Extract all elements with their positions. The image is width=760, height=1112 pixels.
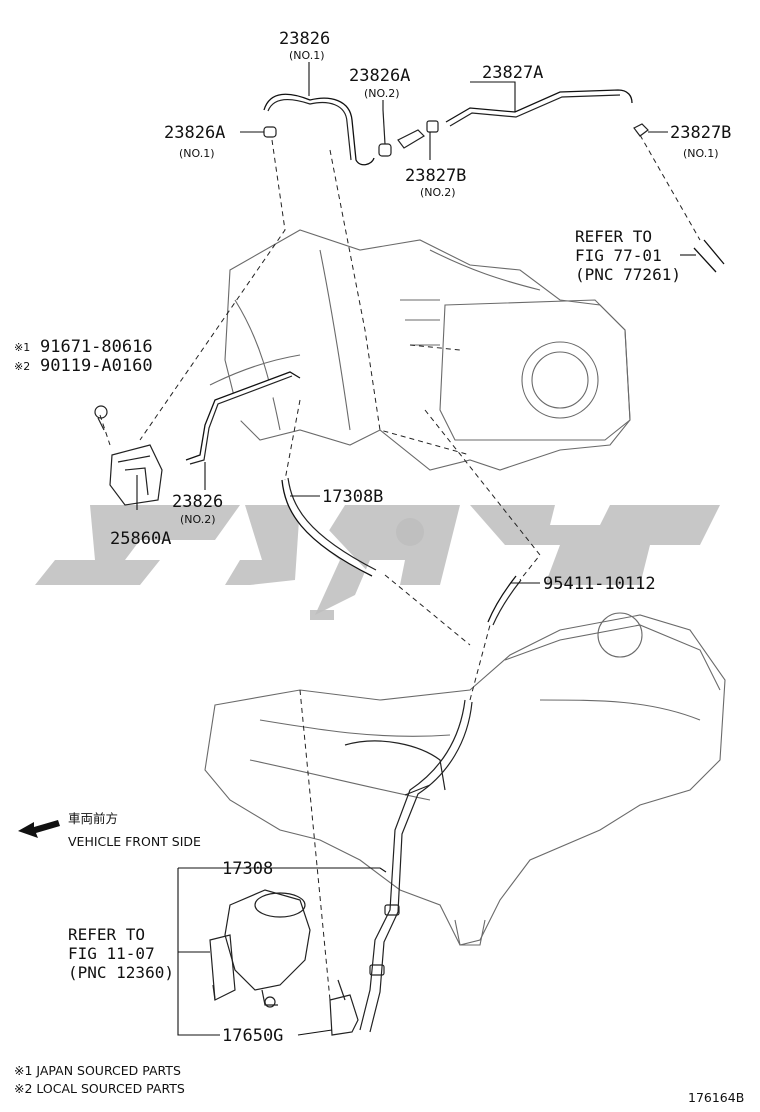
assembly-leader-lines (99, 134, 701, 1001)
ref-fig-11-line1: REFER TO (68, 925, 145, 944)
note1-mark: ※1 (14, 341, 30, 354)
label-leaders (136, 62, 696, 1036)
clamp-23826A-no1 (263, 126, 277, 138)
label-23826A-no2: 23826A (349, 66, 410, 86)
label-17650G: 17650G (222, 1026, 283, 1046)
tube-17308 (359, 699, 466, 1031)
sublabel-23827B-no2: (NO.2) (420, 186, 456, 199)
label-23826-no2: 23826 (172, 492, 223, 512)
label-23826-no1: 23826 (279, 29, 330, 49)
sublabel-23826-no2: (NO.2) (180, 513, 216, 526)
connector-23827B (397, 120, 439, 149)
footnote-local: ※2 LOCAL SOURCED PARTS (14, 1081, 185, 1096)
sublabel-23827B-no1: (NO.1) (683, 147, 719, 160)
hose-95411-10112 (487, 575, 517, 623)
sublabel-23826A-no1: (NO.1) (179, 147, 215, 160)
bolt-91671-80616 (94, 405, 108, 431)
sublabel-23826A-no2: (NO.2) (364, 87, 400, 100)
label-90119-A0160: 90119-A0160 (40, 356, 153, 376)
ref-fig-77-line1: REFER TO (575, 227, 652, 246)
note2-mark: ※2 (14, 360, 30, 373)
hose-17308B (281, 479, 373, 577)
label-25860A: 25860A (110, 529, 171, 549)
figure-id: 176164B (688, 1090, 744, 1105)
fuel-tank-outline (204, 612, 726, 946)
label-17308B: 17308B (322, 487, 383, 507)
engine-outline (209, 229, 631, 471)
ref-fig-77-line2: FIG 77-01 (575, 246, 662, 265)
hose-23826-no2 (185, 371, 301, 461)
footnote-japan: ※1 JAPAN SOURCED PARTS (14, 1063, 181, 1078)
clamp-23827B-no1 (633, 123, 649, 137)
label-23827B-no1: 23827B (670, 123, 731, 143)
canister-ref-11-07 (209, 889, 311, 1008)
ref-fig-77-line3: (PNC 77261) (575, 265, 681, 284)
label-23827B-no2: 23827B (405, 166, 466, 186)
label-91671-80616: 91671-80616 (40, 337, 153, 357)
front-label-en: VEHICLE FRONT SIDE (68, 834, 201, 849)
hose-23826-no1 (263, 93, 375, 166)
valve-17650G (329, 979, 359, 1036)
clamp-23826A-no2 (378, 109, 392, 157)
front-direction-arrow-icon (18, 820, 60, 838)
label-17308: 17308 (222, 859, 273, 879)
watermark-logo (35, 505, 720, 620)
valve-25860A (109, 444, 163, 506)
sublabel-23826-no1: (NO.1) (289, 49, 325, 62)
label-95411-10112: 95411-10112 (543, 574, 656, 594)
hose-ref-77-01 (693, 239, 725, 273)
front-label-jp: 車両前方 (68, 811, 118, 826)
label-23827A: 23827A (482, 63, 543, 83)
label-23826A-no1: 23826A (164, 123, 225, 143)
ref-fig-11-line3: (PNC 12360) (68, 963, 174, 982)
ref-fig-11-line2: FIG 11-07 (68, 944, 155, 963)
hose-23827A (445, 89, 633, 123)
